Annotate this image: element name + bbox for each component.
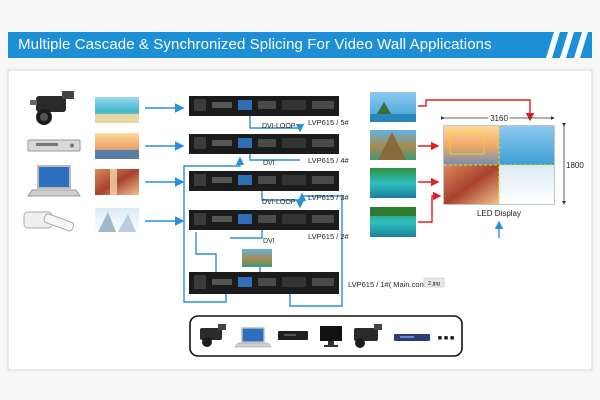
processor-1-label: LVP615 / 1#( Main.contr	[348, 280, 429, 289]
banner-stripes	[546, 32, 588, 58]
source-thumb-beach	[95, 97, 139, 123]
output-thumb-3	[370, 168, 416, 198]
conn-label-dvi-2: DVI	[263, 238, 275, 245]
tray-bluray-icon	[394, 334, 430, 341]
source-thumb-canyon	[95, 169, 139, 195]
processor-3-label: LVP615 / 3#	[308, 193, 350, 202]
output-thumb-2	[370, 130, 416, 160]
led-display-label: LED Display	[477, 209, 521, 218]
title-banner: Multiple Cascade & Synchronized Splicing…	[8, 32, 592, 58]
conn-label-dvi-loop-2: DVI-LOOP	[262, 199, 296, 206]
height-value: 1800	[566, 161, 584, 170]
tray-monitor-icon	[320, 326, 342, 347]
source-thumb-sunset	[95, 133, 139, 159]
processor-4	[189, 134, 339, 154]
processor-5	[189, 96, 339, 116]
tray-camera-icon	[354, 324, 382, 348]
conn-label-dvi-1: DVI	[263, 160, 275, 167]
media-box-icon	[23, 211, 75, 232]
main-input-thumb	[242, 249, 272, 267]
output-thumb-1	[370, 92, 416, 122]
source-tray	[189, 315, 463, 357]
laptop-icon	[27, 165, 81, 197]
conn-label-dvi-loop-1: DVI-LOOP	[262, 123, 296, 130]
dvd-player-icon	[27, 139, 81, 152]
image-badge-text: 2.jpg	[428, 281, 440, 287]
processor-3	[189, 171, 339, 191]
processor-2	[189, 210, 339, 230]
tray-laptop-icon	[234, 327, 272, 348]
input-arrows	[145, 103, 185, 226]
cascade-wiring	[183, 116, 343, 307]
image-badge: 2.jpg	[423, 277, 445, 288]
output-thumb-4	[370, 207, 416, 237]
tray-media-player-icon	[278, 331, 308, 340]
tray-camcorder-icon	[200, 324, 226, 347]
processor-5-label: LVP615 / 5#	[308, 118, 350, 127]
source-thumb-snow	[95, 208, 139, 234]
led-display	[443, 125, 555, 205]
processor-4-label: LVP615 / 4#	[308, 156, 350, 165]
width-value: 3160	[490, 114, 508, 123]
camcorder-icon	[30, 91, 74, 125]
processor-1	[189, 272, 339, 294]
tray-ellipsis: ■ ■ ■	[438, 335, 455, 342]
banner-title: Multiple Cascade & Synchronized Splicing…	[18, 36, 492, 53]
output-arrows	[418, 99, 535, 223]
processor-2-label: LVP615 / 2#	[308, 232, 350, 241]
